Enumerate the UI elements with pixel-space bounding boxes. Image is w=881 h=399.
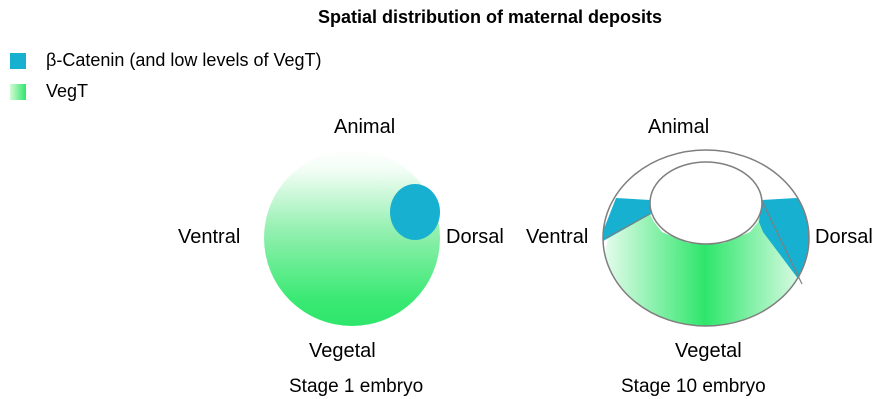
stage1-beta-catenin-region [390, 184, 440, 240]
stage10-ventral-label: Ventral [526, 226, 588, 249]
stage10-blastocoel [650, 162, 762, 244]
stage10-caption: Stage 10 embryo [621, 376, 766, 398]
stage10-vegetal-label: Vegetal [675, 340, 742, 363]
stage1-vegetal-label: Vegetal [309, 340, 376, 363]
stage10-dorsal-label: Dorsal [815, 226, 873, 249]
stage1-ventral-label: Ventral [178, 226, 240, 249]
stage1-dorsal-label: Dorsal [446, 226, 504, 249]
stage1-caption: Stage 1 embryo [289, 376, 423, 398]
stage1-animal-label: Animal [334, 116, 395, 139]
stage10-animal-label: Animal [648, 116, 709, 139]
